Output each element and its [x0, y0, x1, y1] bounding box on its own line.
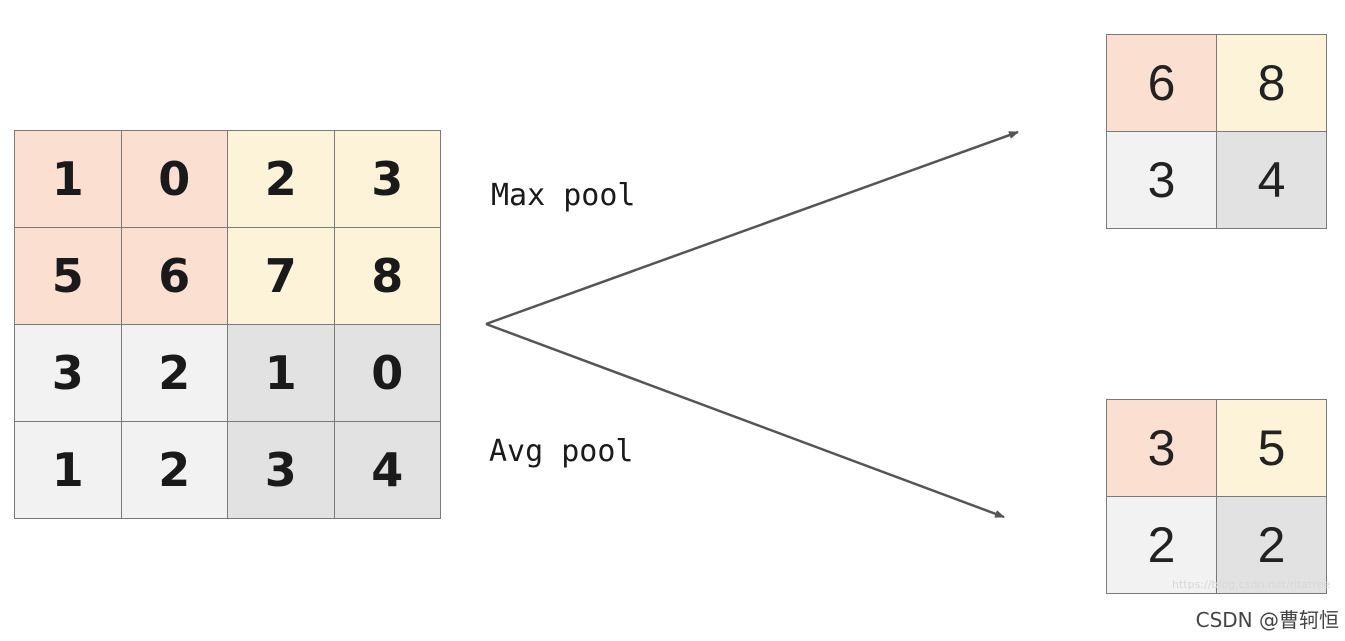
avg-pool-cell: 3 — [1107, 400, 1217, 497]
avg-pool-cell: 5 — [1217, 400, 1327, 497]
avg-pool-label: Avg pool — [489, 434, 634, 469]
max-pool-cell: 3 — [1107, 132, 1217, 229]
avg-pool-cell: 2 — [1217, 497, 1327, 594]
max-pool-arrow — [485, 130, 1019, 326]
input-cell: 2 — [121, 422, 228, 519]
input-cell: 4 — [334, 422, 441, 519]
max-pool-cell: 4 — [1217, 132, 1327, 229]
avg-pool-cell: 2 — [1107, 497, 1217, 594]
input-cell: 3 — [334, 131, 441, 228]
input-cell: 6 — [121, 228, 228, 325]
source-url-watermark: https://blog.csdn.net/ritatree — [1172, 578, 1331, 591]
avg-pool-arrow — [485, 322, 1005, 519]
input-cell: 1 — [15, 131, 122, 228]
input-cell: 1 — [15, 422, 122, 519]
input-cell: 3 — [228, 422, 335, 519]
csdn-watermark: CSDN @曹轲恒 — [1195, 608, 1339, 632]
max-pool-label: Max pool — [491, 178, 636, 213]
input-cell: 2 — [121, 325, 228, 422]
input-cell: 0 — [334, 325, 441, 422]
input-cell: 5 — [15, 228, 122, 325]
input-cell: 8 — [334, 228, 441, 325]
max-pool-cell: 8 — [1217, 35, 1327, 132]
max-pool-cell: 6 — [1107, 35, 1217, 132]
input-cell: 7 — [228, 228, 335, 325]
input-cell: 0 — [121, 131, 228, 228]
input-cell: 2 — [228, 131, 335, 228]
input-cell: 3 — [15, 325, 122, 422]
input-cell: 1 — [228, 325, 335, 422]
